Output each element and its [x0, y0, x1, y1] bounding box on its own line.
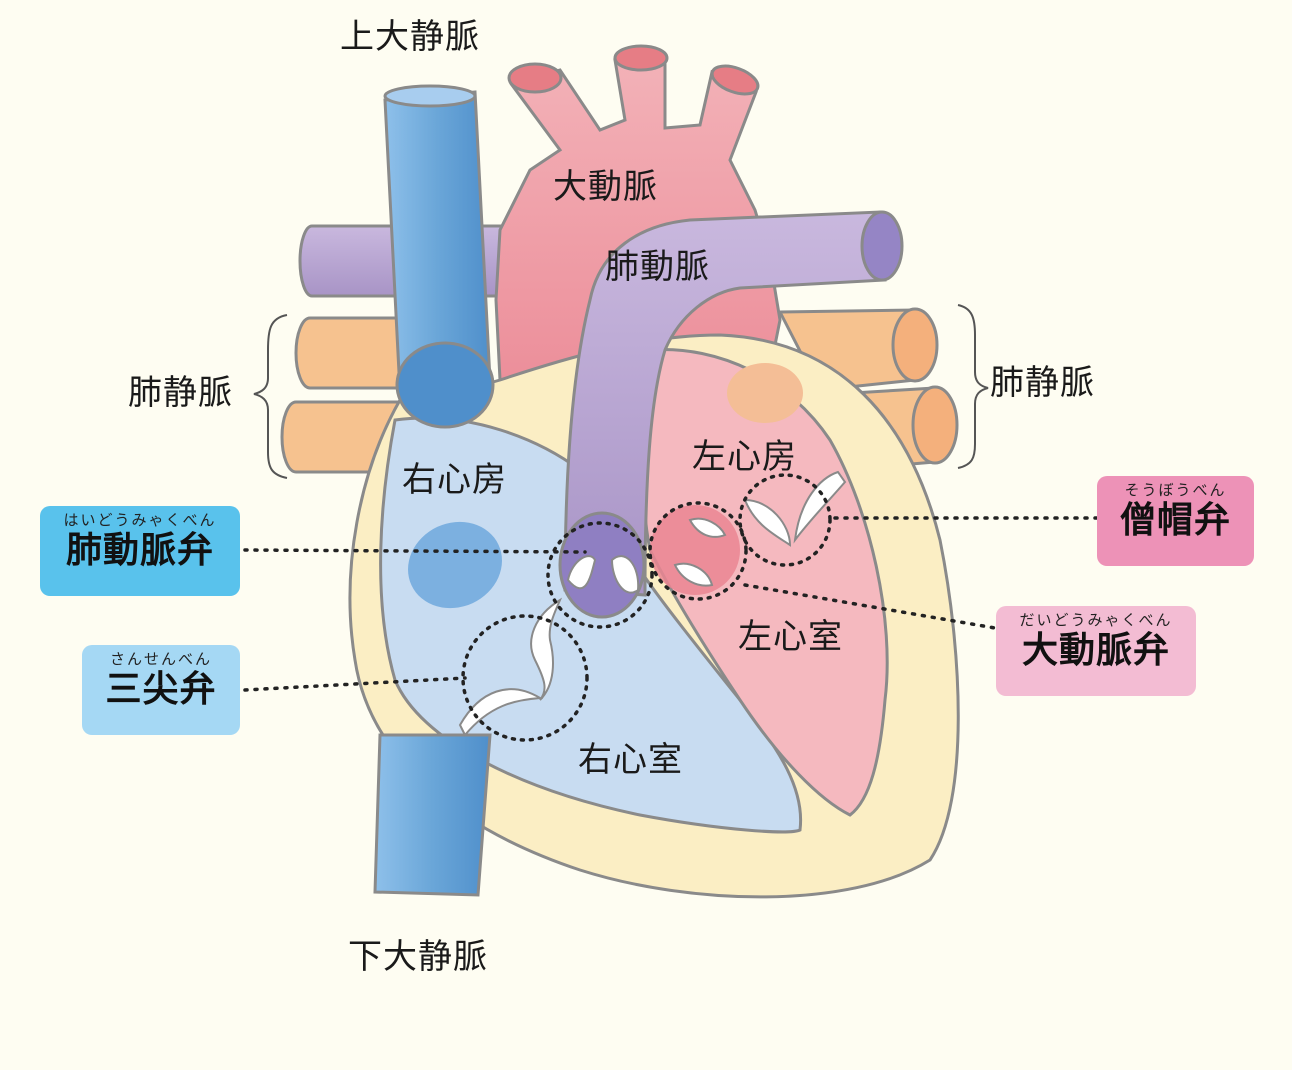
label-left-atrium: 左心房 — [692, 437, 797, 477]
pulmonary-vein-brace-right — [957, 304, 989, 469]
aortic-valve-shape — [650, 505, 740, 595]
ruby-tricuspid-valve: さんせんべん — [109, 650, 212, 668]
vena-cava — [373, 84, 495, 897]
pulmonary-artery — [563, 210, 887, 597]
label-aorta: 大動脈 — [553, 167, 658, 207]
name-aortic-valve: 大動脈弁 — [1021, 629, 1170, 671]
callout-pulmonary-valve: はいどうみゃくべん 肺動脈弁 — [40, 506, 240, 596]
right-atrium-spot — [408, 521, 502, 609]
name-tricuspid-valve: 三尖弁 — [105, 668, 217, 710]
callout-aortic-valve: だいどうみゃくべん 大動脈弁 — [996, 606, 1196, 696]
ruby-mitral-valve: そうぼうべん — [1124, 481, 1227, 499]
pulmonary-valve-shape — [558, 511, 646, 619]
label-superior-vena-cava: 上大静脈 — [340, 17, 480, 57]
pulmonary-artery-opening — [860, 210, 904, 282]
tricuspid-valve-shape — [458, 597, 563, 737]
name-mitral-valve: 僧帽弁 — [1119, 499, 1231, 541]
pulmonary-vein-brace-left — [253, 314, 288, 479]
label-right-atrium: 右心房 — [402, 460, 507, 500]
label-pulmonary-vein-right: 肺静脈 — [990, 363, 1095, 403]
ruby-aortic-valve: だいどうみゃくべん — [1019, 611, 1173, 629]
label-pulmonary-artery: 肺動脈 — [605, 247, 710, 287]
label-inferior-vena-cava: 下大静脈 — [348, 937, 488, 977]
callout-mitral-valve: そうぼうべん 僧帽弁 — [1097, 476, 1254, 566]
label-right-ventricle: 右心室 — [578, 740, 683, 780]
ruby-pulmonary-valve: はいどうみゃくべん — [63, 511, 217, 529]
callout-tricuspid-valve: さんせんべん 三尖弁 — [82, 645, 240, 735]
mitral-valve-shape — [743, 470, 847, 547]
left-atrium-vein-opening — [727, 363, 803, 423]
label-left-ventricle: 左心室 — [738, 617, 843, 657]
name-pulmonary-valve: 肺動脈弁 — [65, 529, 214, 571]
label-pulmonary-vein-left: 肺静脈 — [128, 373, 233, 413]
leader-lines — [243, 516, 1100, 692]
valve-highlight-circles — [461, 473, 832, 742]
